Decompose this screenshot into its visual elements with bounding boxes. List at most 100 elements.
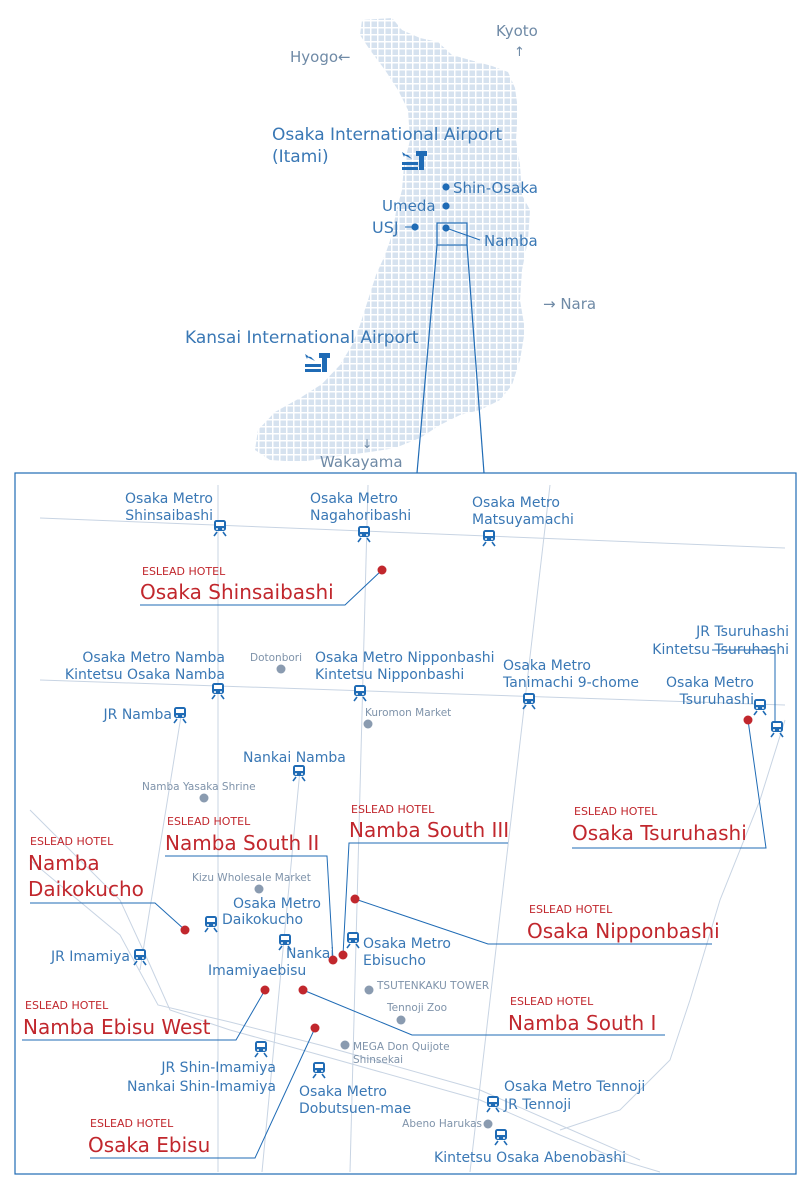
station-abenobashi: Kintetsu Osaka Abenobashi — [434, 1150, 626, 1166]
landmark-tennoji-zoo: Tennoji Zoo — [386, 1002, 447, 1014]
station-tanimachi-line1: Osaka Metro — [503, 658, 591, 674]
osaka-prefecture-shape — [255, 18, 530, 462]
station-jr-tsuruhashi-line1: JR Tsuruhashi — [695, 624, 789, 640]
shin-osaka-dot — [442, 183, 450, 191]
hotel-namba-south-1-dot[interactable] — [298, 985, 308, 995]
station-jr-imamiya-icon — [133, 948, 147, 966]
hotel-ebisu-west-brand: ESLEAD HOTEL — [25, 999, 109, 1012]
hotel-ebisu-name[interactable]: Osaka Ebisu — [88, 1133, 210, 1157]
hotel-tsuruhashi-brand: ESLEAD HOTEL — [574, 805, 658, 818]
hotel-namba-south-2-dot[interactable] — [328, 955, 338, 965]
hotel-namba-south-1-brand: ESLEAD HOTEL — [510, 995, 594, 1008]
hotel-shinsaibashi-brand: ESLEAD HOTEL — [142, 565, 226, 578]
station-imamiyaebisu-line1: Nankai — [286, 946, 334, 962]
hotel-daikokucho-name-line1[interactable]: Namba — [28, 851, 100, 875]
landmark-dot — [364, 985, 374, 995]
direction-wakayama: Wakayama — [320, 453, 403, 471]
station-jr-tsuruhashi-icon — [770, 720, 784, 738]
kansai-airport-label: Kansai International Airport — [185, 328, 419, 348]
station-jr-namba-icon — [173, 706, 187, 724]
station-matsuyamachi-icon — [482, 529, 496, 547]
place-umeda: Umeda — [382, 197, 436, 215]
hotel-namba-south-3-name[interactable]: Namba South III — [349, 818, 509, 842]
hotel-ebisu-brand: ESLEAD HOTEL — [90, 1117, 174, 1130]
station-nagahoribashi-icon — [357, 525, 371, 543]
hotel-namba-south-2-name[interactable]: Namba South II — [165, 831, 319, 855]
direction-wakayama-arrow: ↓ — [362, 437, 372, 451]
hotel-daikokucho-dot[interactable] — [180, 925, 190, 935]
landmark-dot — [363, 719, 373, 729]
hotel-namba-south-3-dot[interactable] — [338, 950, 348, 960]
station-tanimachi-line2: Tanimachi 9-chome — [502, 675, 639, 691]
hotel-shinsaibashi-name[interactable]: Osaka Shinsaibashi — [140, 580, 334, 604]
landmark-dot — [340, 1040, 350, 1050]
station-metro-namba-line2: Kintetsu Osaka Namba — [65, 667, 225, 683]
hotel-nipponbashi-name[interactable]: Osaka Nipponbashi — [527, 919, 720, 943]
hotel-nipponbashi-brand: ESLEAD HOTEL — [529, 903, 613, 916]
station-shinsaibashi-line2: Shinsaibashi — [125, 508, 213, 524]
station-tanimachi-icon — [522, 692, 536, 710]
landmark-tsutenkaku: TSUTENKAKU TOWER — [376, 980, 489, 992]
hotel-namba-south-2-brand: ESLEAD HOTEL — [167, 815, 251, 828]
itami-airport-sublabel: (Itami) — [272, 147, 329, 167]
hotel-nipponbashi-dot[interactable] — [350, 894, 360, 904]
station-ebisucho-line1: Osaka Metro — [363, 936, 451, 952]
station-nagahoribashi-line2: Nagahoribashi — [310, 508, 411, 524]
station-matsuyamachi-line2: Matsuyamachi — [472, 512, 574, 528]
hotel-daikokucho-brand: ESLEAD HOTEL — [30, 835, 114, 848]
hotel-tsuruhashi-name[interactable]: Osaka Tsuruhashi — [572, 821, 747, 845]
station-shinsaibashi-line1: Osaka Metro — [125, 491, 213, 507]
direction-nara: → Nara — [543, 295, 596, 313]
station-abenobashi-icon — [494, 1128, 508, 1146]
station-nipponbashi-icon — [353, 684, 367, 702]
landmark-dot — [254, 884, 264, 894]
landmark-dot — [483, 1119, 493, 1129]
landmark-kuromon: Kuromon Market — [365, 707, 451, 719]
landmark-dot — [276, 664, 286, 674]
landmark-mega-donki-line1: MEGA Don Quijote — [353, 1041, 450, 1053]
station-tennoji-line1: Osaka Metro Tennoji — [504, 1079, 645, 1095]
station-dobutsuen-line1: Osaka Metro — [299, 1084, 387, 1100]
station-nipponbashi-line1: Osaka Metro Nipponbashi — [315, 650, 495, 666]
airport-icon — [305, 353, 330, 372]
station-imamiyaebisu-line2: Imamiyaebisu — [208, 963, 306, 979]
hotel-ebisu-west-name[interactable]: Namba Ebisu West — [23, 1015, 211, 1039]
place-shin-osaka: Shin-Osaka — [453, 179, 538, 197]
station-nankai-namba-icon — [292, 764, 306, 782]
station-shinsaibashi-icon — [213, 519, 227, 537]
direction-hyogo: Hyogo← — [290, 48, 351, 66]
station-metro-tsuruhashi-line1: Osaka Metro — [666, 675, 754, 691]
usj-dot — [411, 223, 419, 231]
landmark-mega-donki-line2: Shinsekai — [353, 1054, 403, 1066]
station-jr-namba: JR Namba — [103, 707, 172, 723]
station-dobutsuen-line2: Dobutsuen-mae — [299, 1101, 411, 1117]
direction-kyoto: Kyoto — [496, 22, 538, 40]
station-metro-tsuruhashi-line2: Tsuruhashi — [678, 692, 754, 708]
landmark-dotonbori: Dotonbori — [250, 652, 302, 664]
station-ebisucho-icon — [346, 931, 360, 949]
station-namba-icon — [211, 682, 225, 700]
hotel-ebisu-west-dot[interactable] — [260, 985, 270, 995]
direction-kyoto-arrow: ↑ — [514, 45, 525, 60]
namba-dot — [442, 224, 450, 232]
station-ebisucho-line2: Ebisucho — [363, 953, 426, 969]
hotel-ebisu-dot[interactable] — [310, 1023, 320, 1033]
station-tsuruhashi-icon — [753, 698, 767, 716]
station-shin-imamiya-line1: JR Shin-Imamiya — [160, 1060, 276, 1076]
landmark-dot — [396, 1015, 406, 1025]
station-dobutsuen-icon — [312, 1061, 326, 1079]
hotel-daikokucho-name-line2[interactable]: Daikokucho — [28, 877, 144, 901]
hotel-shinsaibashi-dot[interactable] — [377, 565, 387, 575]
hotel-tsuruhashi-dot[interactable] — [743, 715, 753, 725]
station-daikokucho-line2: Daikokucho — [222, 912, 303, 928]
itami-airport-label: Osaka International Airport — [272, 125, 502, 145]
landmark-abeno-harukas: Abeno Harukas — [402, 1118, 482, 1130]
station-nankai-namba: Nankai Namba — [243, 750, 346, 766]
hotel-namba-south-1-name[interactable]: Namba South I — [508, 1011, 656, 1035]
place-namba: Namba — [484, 232, 538, 250]
station-tennoji-icon — [486, 1095, 500, 1113]
station-jr-imamiya: JR Imamiya — [50, 949, 130, 965]
station-nagahoribashi-line1: Osaka Metro — [310, 491, 398, 507]
station-nipponbashi-line2: Kintetsu Nipponbashi — [315, 667, 464, 683]
